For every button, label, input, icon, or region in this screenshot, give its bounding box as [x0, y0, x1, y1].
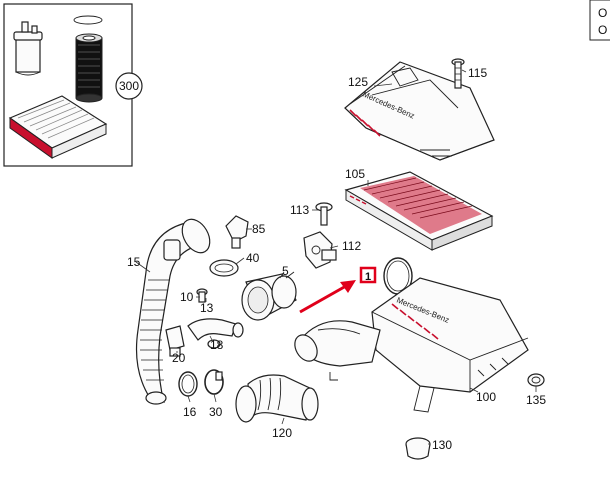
ring-16 [178, 371, 198, 397]
corrugated-hose-15 [135, 218, 211, 405]
callout-130: 130 [432, 438, 452, 452]
connector-20 [165, 325, 185, 357]
cap-130 [405, 437, 431, 460]
hose-18 [187, 318, 244, 349]
screw-10 [196, 288, 208, 303]
corner-text-1: O [598, 6, 607, 20]
clip-85 [225, 215, 249, 249]
callout-15: 15 [127, 255, 141, 269]
callout-labels: 125 115 105 113 112 85 40 15 5 10 13 18 … [127, 66, 546, 452]
callout-105: 105 [345, 167, 365, 181]
corner-text-2: O [598, 23, 607, 37]
callout-113: 113 [290, 203, 309, 217]
callout-125: 125 [348, 75, 368, 89]
leader-lines [135, 69, 537, 445]
callout-5: 5 [282, 264, 289, 278]
sensor-112 [303, 231, 337, 269]
callout-18: 18 [210, 338, 224, 352]
callout-120: 120 [272, 426, 292, 440]
callout-100: 100 [476, 390, 496, 404]
highlighted-part[interactable]: 1 [359, 266, 377, 284]
callout-10: 10 [180, 290, 194, 304]
grommet-135 [527, 373, 545, 387]
callout-40: 40 [246, 251, 260, 265]
clamp-30 [204, 369, 224, 395]
screw-115 [451, 58, 465, 89]
air-mass-sensor-5 [241, 271, 297, 321]
callout-13: 13 [200, 301, 214, 315]
callout-20: 20 [172, 351, 186, 365]
air-filter-lower-housing: Mercedes-Benz [371, 277, 529, 413]
callout-30: 30 [209, 405, 223, 419]
highlight-label: 1 [365, 271, 371, 283]
kit-label: 300 [119, 79, 139, 93]
red-arrow-icon [299, 280, 356, 314]
callout-16: 16 [183, 405, 197, 419]
clamp-40 [209, 259, 239, 277]
screw-113 [315, 202, 333, 226]
callout-135: 135 [526, 393, 546, 407]
oil-filter-cartridge-icon [73, 15, 103, 103]
callout-115: 115 [468, 66, 487, 80]
hose-120 [235, 374, 319, 423]
panel-filter-icon [8, 95, 108, 159]
air-filter-element [344, 171, 494, 251]
corner-box: O O [589, 0, 610, 41]
fuel-filter-icon [13, 21, 43, 76]
callout-112: 112 [342, 239, 361, 253]
callout-85: 85 [252, 222, 266, 236]
intake-duct [294, 320, 381, 381]
service-kit-box: 300 [3, 3, 143, 167]
